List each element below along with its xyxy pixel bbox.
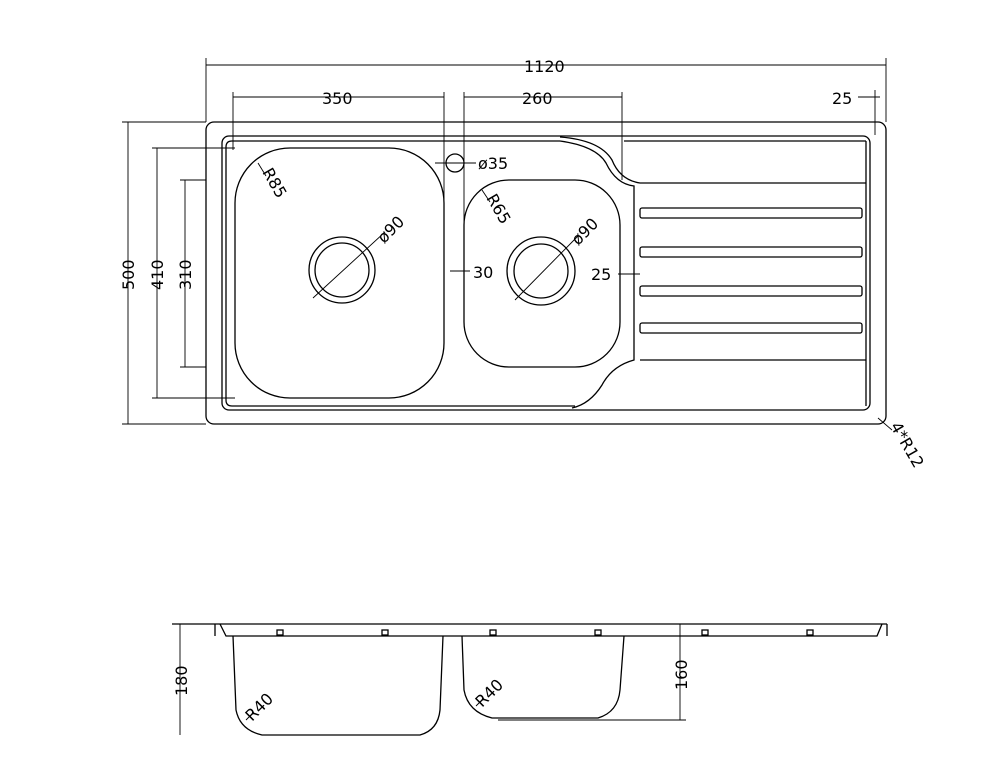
dim-right-drain: ø90 bbox=[567, 214, 602, 249]
mounting-clips bbox=[276, 629, 814, 636]
dim-edge-offset: 25 bbox=[832, 89, 852, 108]
clip bbox=[806, 629, 814, 636]
dim-right-bowl-depth: 310 bbox=[176, 259, 195, 290]
top-view: 1120 350 260 25 500 410 310 ø35 ø90 ø90 … bbox=[119, 57, 928, 471]
dim-left-radius: R85 bbox=[259, 165, 291, 202]
dim-right-depth: 160 bbox=[672, 659, 691, 690]
drainboard-edge bbox=[559, 136, 866, 409]
dim-divider: 30 bbox=[473, 263, 493, 282]
rib bbox=[639, 207, 863, 219]
dim-left-drain: ø90 bbox=[373, 212, 408, 247]
sink-rim-inner bbox=[225, 140, 575, 407]
right-bowl-profile bbox=[461, 635, 625, 719]
sink-ledge bbox=[214, 623, 888, 637]
left-drain-inner bbox=[314, 242, 370, 298]
dim-tap-hole: ø35 bbox=[478, 154, 508, 173]
dim-left-depth: 180 bbox=[172, 665, 191, 696]
dim-left-bowl-width: 350 bbox=[322, 89, 353, 108]
right-drain-inner bbox=[513, 243, 569, 299]
dim-overall-width: 1120 bbox=[524, 57, 565, 76]
clip bbox=[489, 629, 497, 636]
clip bbox=[381, 629, 389, 636]
dim-overall-depth: 500 bbox=[119, 259, 138, 290]
clip bbox=[594, 629, 602, 636]
dim-drainboard-gap: 25 bbox=[591, 265, 611, 284]
left-bowl-profile bbox=[232, 635, 444, 736]
left-drain-outer bbox=[308, 236, 376, 304]
clip bbox=[701, 629, 709, 636]
rib bbox=[639, 285, 863, 297]
dim-left-bowl-depth: 410 bbox=[148, 259, 167, 290]
sink-rim-outer bbox=[221, 135, 871, 411]
drainboard-ribs bbox=[639, 207, 863, 334]
clip bbox=[276, 629, 284, 636]
sink-outline bbox=[205, 121, 887, 425]
dim-right-bowl-width: 260 bbox=[522, 89, 553, 108]
side-view: 180 160 R40 R40 bbox=[172, 623, 888, 736]
rib bbox=[639, 246, 863, 258]
left-bowl bbox=[234, 147, 445, 399]
dim-corner-radius: 4*R12 bbox=[887, 419, 928, 472]
rib bbox=[639, 322, 863, 334]
dim-right-radius: R65 bbox=[483, 191, 515, 228]
right-drain-outer bbox=[506, 236, 576, 306]
